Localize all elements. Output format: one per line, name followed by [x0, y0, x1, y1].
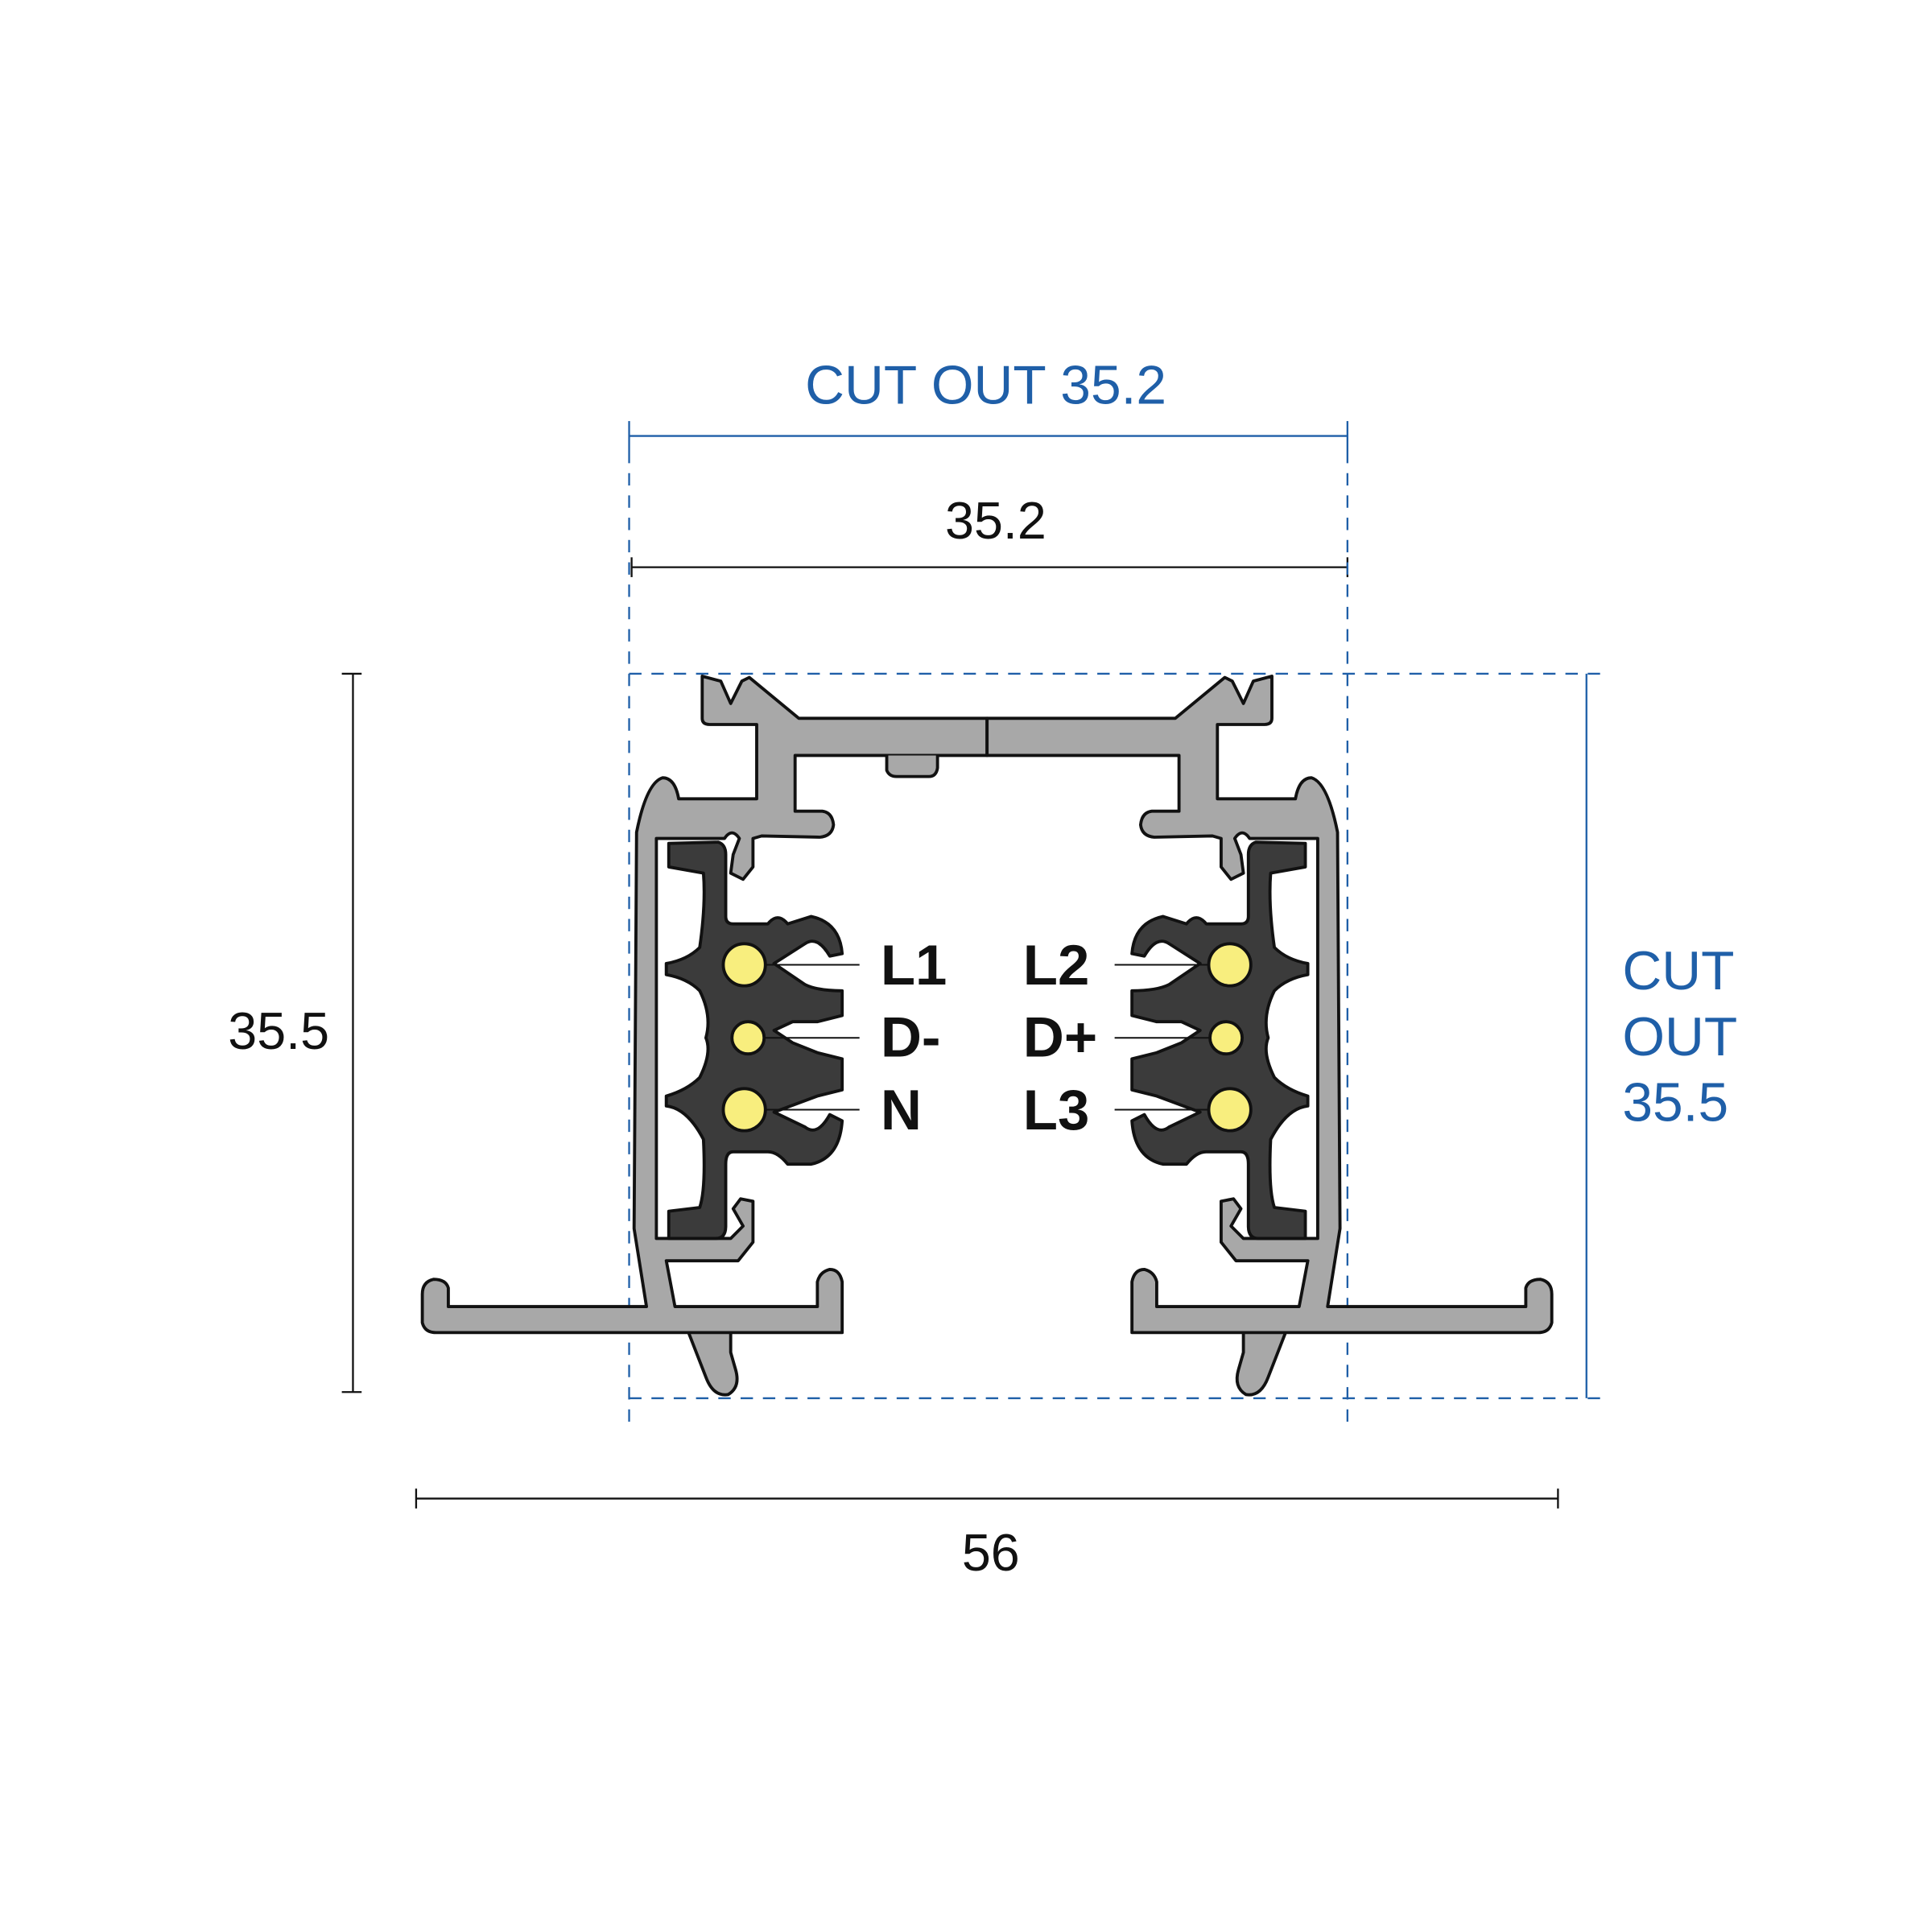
label-n: N [881, 1078, 922, 1141]
label-d-minus: D- [881, 1005, 941, 1068]
label-l3: L3 [1023, 1078, 1090, 1141]
conductor-n [721, 1087, 767, 1133]
height-dimension: 35.5 [228, 672, 362, 1393]
profile-width-label: 35.2 [945, 492, 1046, 550]
cutout-height-label-1: CUT [1622, 941, 1734, 1001]
height-label: 35.5 [228, 1002, 329, 1060]
conductors-right: L2 D+ L3 [1023, 933, 1253, 1141]
total-width-dimension: 56 [415, 1488, 1559, 1582]
cutout-height-label-3: 35.5 [1622, 1072, 1728, 1133]
cutout-height-label-2: OUT [1622, 1007, 1737, 1067]
label-d-plus: D+ [1023, 1005, 1097, 1068]
label-l2: L2 [1023, 933, 1090, 997]
conductor-d-minus [730, 1020, 766, 1056]
aluminium-profile [420, 675, 989, 1335]
cutout-width-label: CUT OUT 35.2 [805, 356, 1166, 416]
conductor-l2 [1207, 942, 1253, 988]
conductor-d-plus [1208, 1020, 1244, 1056]
profile-drop-leg [687, 1331, 739, 1397]
total-width-label: 56 [962, 1524, 1020, 1582]
conductor-l1 [721, 942, 767, 988]
cutout-width-dimension: CUT OUT 35.2 [628, 356, 1348, 451]
cutout-outline [628, 451, 1610, 1430]
label-l1: L1 [881, 933, 947, 997]
conductor-l3 [1207, 1087, 1253, 1133]
cutout-height-dimension: CUT OUT 35.5 [1585, 673, 1737, 1398]
conductors-left: L1 D- N [721, 933, 947, 1141]
profile-center-notch [885, 755, 939, 778]
profile-width-dimension: 35.2 [630, 492, 1348, 577]
